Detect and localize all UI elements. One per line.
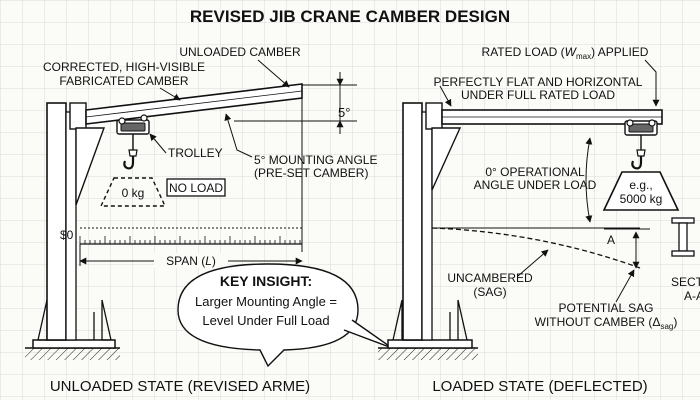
left-hook-icon: [123, 156, 135, 170]
span-label: SPAN (L): [166, 254, 216, 268]
right-brace: [431, 127, 462, 191]
flat-horizontal-line1: PERFECTLY FLAT AND HORIZONTAL: [434, 75, 643, 89]
potential-sag-line2: WITHOUT CAMBER (Δsag): [535, 315, 678, 331]
section-line1: SECTION: [671, 275, 700, 289]
uncambered-line2: (SAG): [473, 285, 506, 299]
right-ground-hatch: [378, 348, 478, 360]
left-empty-load: [99, 177, 167, 207]
left-load-value: 0 kg: [122, 186, 145, 200]
section-line2: A-A: [684, 289, 700, 303]
left-trolley: [116, 114, 150, 170]
angle-arc: [585, 137, 593, 223]
left-caption: UNLOADED STATE (REVISED ARME): [50, 378, 310, 395]
left-mast-cap: [69, 102, 87, 130]
left-column: [46, 102, 67, 341]
unloaded-camber-label: UNLOADED CAMBER: [179, 45, 301, 59]
right-hook-icon: [631, 156, 643, 170]
key-insight-callout: KEY INSIGHT: Larger Mounting Angle = Lev…: [177, 263, 393, 368]
span-ruler-ticks: [79, 236, 301, 244]
zero-mark-label: $0: [60, 228, 74, 242]
insight-bubble: [177, 263, 359, 368]
sag-curve: [431, 227, 641, 269]
no-load-label: NO LOAD: [169, 181, 223, 195]
section-mark-label: A: [607, 233, 615, 247]
right-heavy-load: [602, 171, 680, 211]
flat-horizontal-line2: UNDER FULL RATED LOAD: [461, 88, 615, 102]
operational-angle-line1: 0° OPERATIONAL: [485, 165, 585, 179]
potential-sag-line1: POTENTIAL SAG: [559, 301, 654, 315]
angle-value-label: 5°: [338, 105, 350, 120]
left-ground-hatch: [25, 348, 120, 360]
corrected-camber-line1: CORRECTED, HIGH-VISIBLE: [43, 60, 205, 74]
uncambered-line1: UNCAMBERED: [447, 271, 533, 285]
left-base-plate: [32, 339, 116, 349]
right-trolley: [624, 119, 658, 170]
load-value-label: 5000 kg: [620, 192, 663, 206]
i-beam-section-icon: [671, 217, 695, 257]
rated-load-label: RATED LOAD (Wmax) APPLIED: [482, 45, 649, 61]
mounting-angle-line1: 5° MOUNTING ANGLE: [254, 153, 378, 167]
right-base-plate: [387, 339, 473, 349]
corrected-camber-line2: FABRICATED CAMBER: [59, 74, 188, 88]
right-caption: LOADED STATE (DEFLECTED): [432, 378, 647, 395]
right-mast-cap: [425, 102, 443, 130]
left-brace: [75, 127, 105, 206]
left-crane: 0 kg NO LOAD 5° SPAN (L) $0 UNLOADED CAM…: [25, 45, 378, 395]
insight-line2: Level Under Full Load: [202, 313, 329, 328]
operational-angle-line2: ANGLE UNDER LOAD: [474, 178, 597, 192]
right-column: [402, 102, 423, 341]
insight-title: KEY INSIGHT:: [220, 273, 312, 289]
insight-line1: Larger Mounting Angle =: [195, 294, 337, 309]
no-load-box: [166, 178, 226, 197]
diagram-title: REVISED JIB CRANE CAMBER DESIGN: [190, 7, 510, 26]
mounting-angle-line2: (PRE-SET CAMBER): [254, 166, 368, 180]
trolley-label: TROLLEY: [168, 146, 223, 160]
load-eg-label: e.g.,: [629, 178, 652, 192]
right-crane: e.g., 5000 kg A SECTION A-A RATED LOAD (…: [378, 45, 700, 395]
